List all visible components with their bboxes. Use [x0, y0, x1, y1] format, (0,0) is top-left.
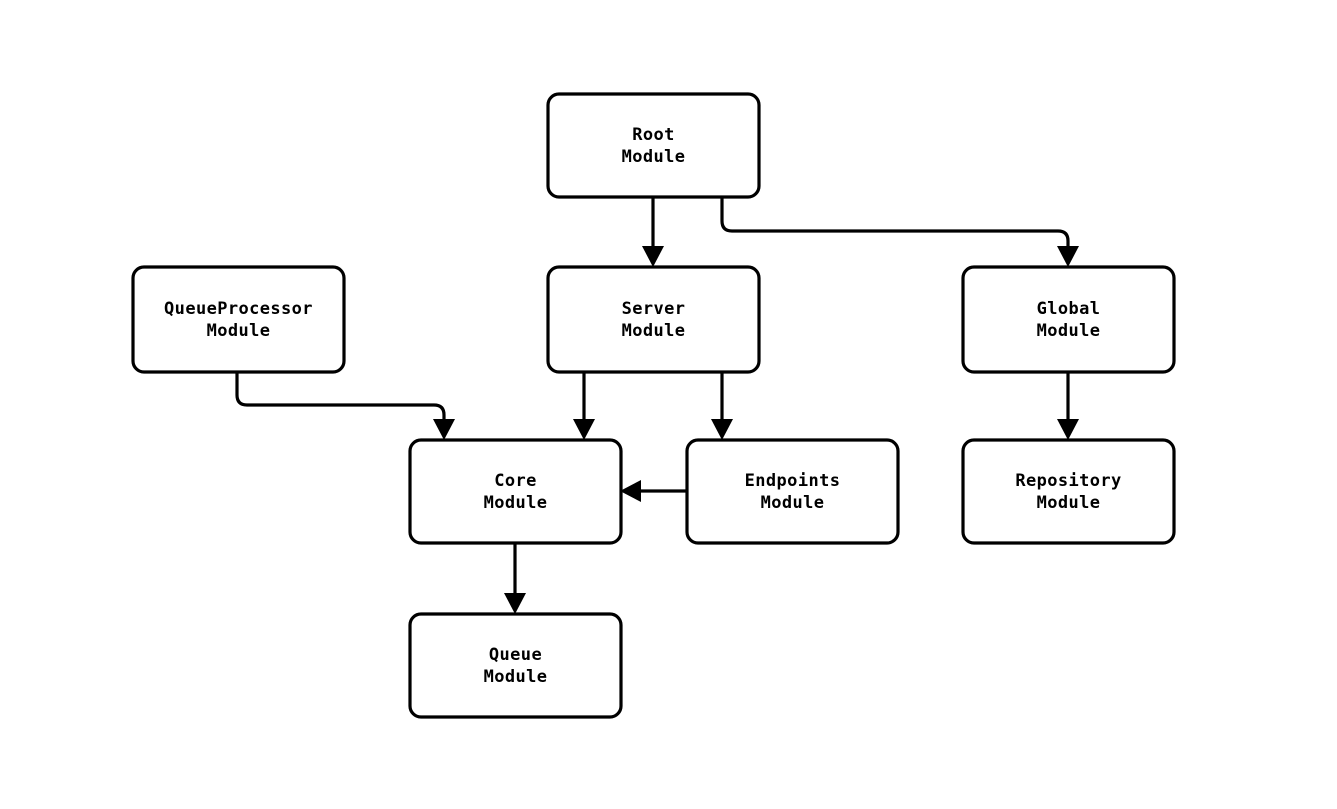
edge-queueprocessor-to-core	[235, 372, 455, 440]
node-queueprocessor[interactable]	[131, 265, 346, 374]
node-core[interactable]	[408, 438, 623, 545]
arrowhead-icon	[642, 246, 664, 267]
arrowhead-icon	[1057, 246, 1079, 267]
edge-endpoints-to-core	[620, 480, 687, 502]
node-queue[interactable]	[408, 612, 623, 719]
arrowhead-icon	[504, 593, 526, 614]
arrowhead-icon	[573, 419, 595, 440]
edge-root-to-server	[642, 197, 664, 267]
edge-server-to-endpoints	[711, 372, 733, 440]
node-server[interactable]	[546, 265, 761, 374]
arrowhead-icon	[1057, 419, 1079, 440]
node-root[interactable]	[546, 92, 761, 199]
node-global[interactable]	[961, 265, 1176, 374]
node-endpoints[interactable]	[685, 438, 900, 545]
edge-server-to-core	[573, 372, 595, 440]
edge-root-to-global	[720, 197, 1079, 267]
edge-core-to-queue	[504, 543, 526, 614]
arrowhead-icon	[711, 419, 733, 440]
arrowhead-icon	[620, 480, 641, 502]
arrowhead-icon	[433, 419, 455, 440]
edge-global-to-repository	[1057, 372, 1079, 440]
node-repository[interactable]	[961, 438, 1176, 545]
